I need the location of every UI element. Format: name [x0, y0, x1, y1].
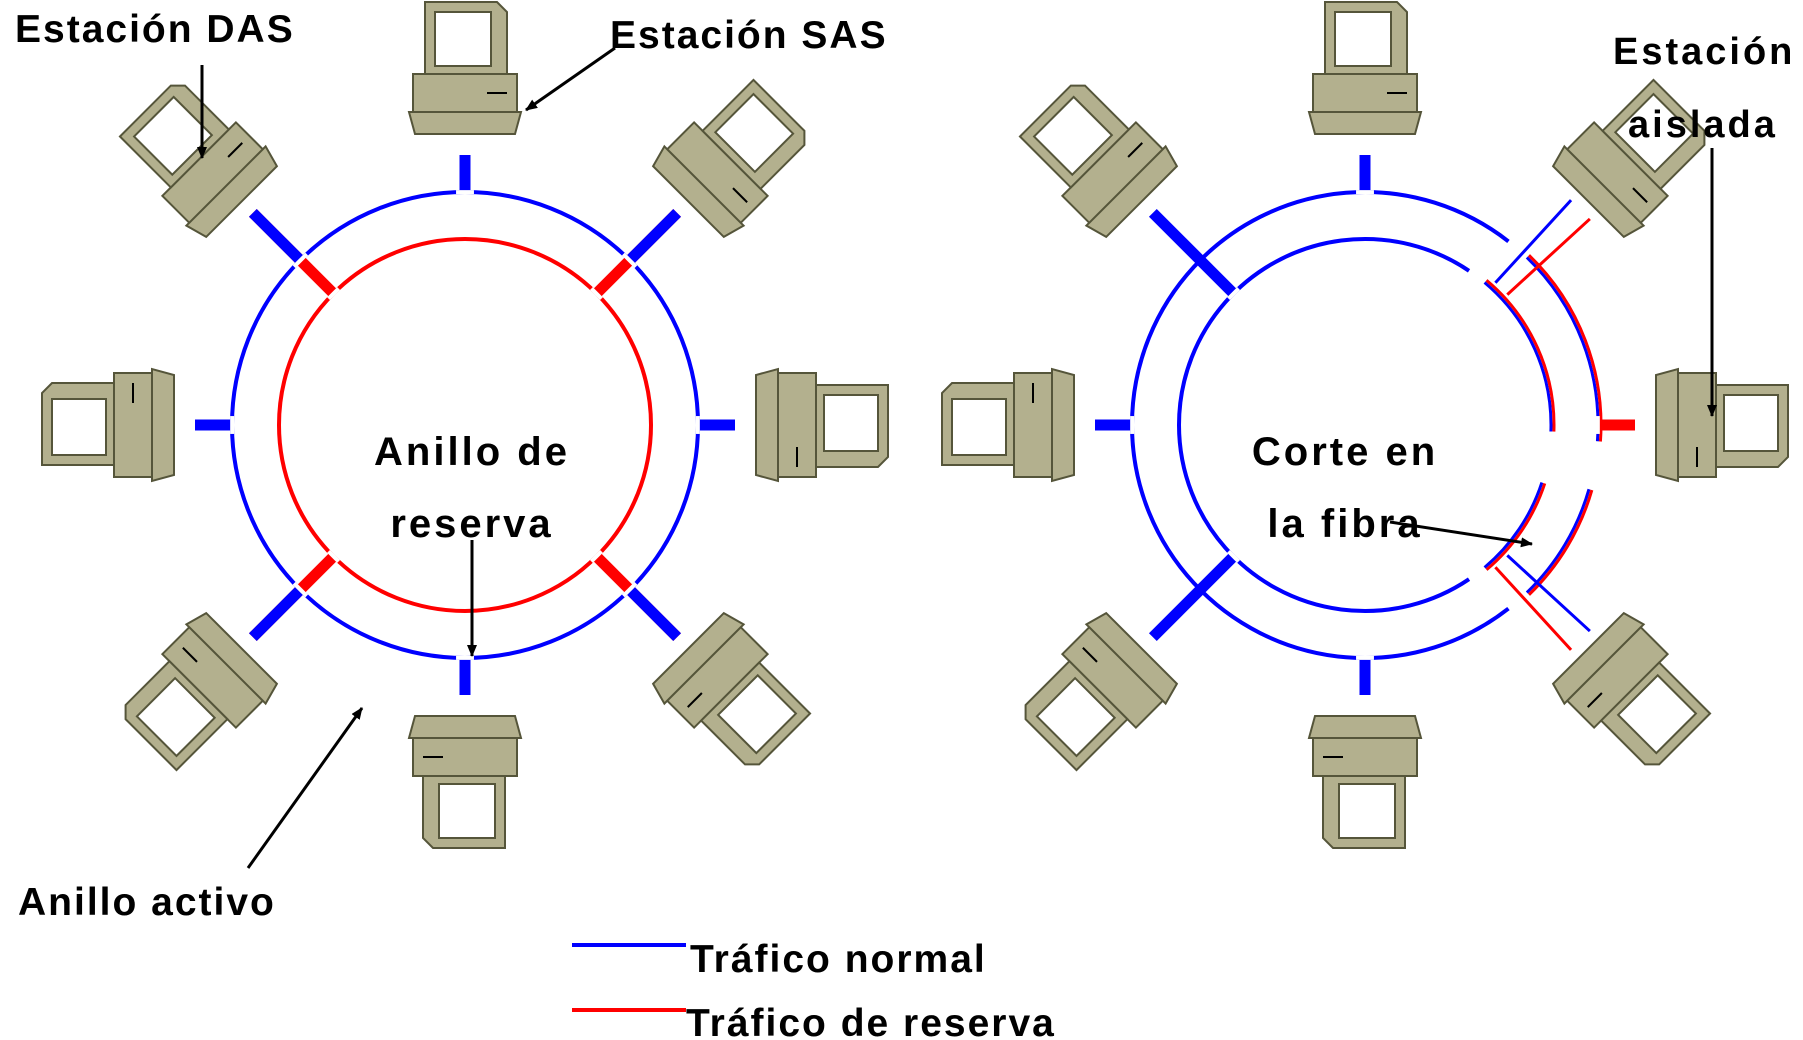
- normal-link-r7: [1148, 208, 1238, 298]
- station-base: [151, 367, 175, 483]
- station-right-7: [1018, 84, 1179, 239]
- left-reserve-ring: [277, 237, 653, 613]
- active-ring-arrow: [246, 707, 364, 869]
- station-base: [407, 715, 523, 739]
- station-screen: [1334, 11, 1392, 67]
- normal-link-r5: [1148, 552, 1238, 642]
- station-screen: [823, 394, 879, 452]
- station-base: [407, 111, 523, 135]
- station-right-3: [1551, 611, 1712, 766]
- reserve-link-1-port: [589, 287, 603, 301]
- fiber-cut-label-line1: Corte en: [1252, 430, 1438, 474]
- station-base: [1655, 367, 1679, 483]
- station-screen: [951, 398, 1007, 456]
- right-ring-panel: [941, 1, 1789, 849]
- station-screen: [1723, 394, 1779, 452]
- reserve-link-3-port: [589, 549, 603, 563]
- wrapped-reserve-path: [1483, 254, 1603, 596]
- wrap-blue-2: [1483, 281, 1553, 432]
- wrap-red-0: [1527, 254, 1603, 442]
- reserve-link-5-port: [327, 549, 341, 563]
- das-station-label: Estación DAS: [15, 8, 295, 51]
- normal-link-1-port: [621, 252, 638, 269]
- station-base: [755, 367, 779, 483]
- station-left-0: [407, 1, 523, 135]
- sas-station-arrow: [525, 46, 616, 112]
- station-screen: [1032, 95, 1114, 177]
- normal-link-7-port: [292, 252, 309, 269]
- station-right-4: [1307, 715, 1423, 849]
- station-screen: [51, 398, 107, 456]
- station-screen: [1035, 676, 1117, 758]
- station-drive-slot: [1127, 142, 1143, 158]
- wrap-red-2: [1485, 279, 1556, 432]
- station-left-6: [41, 367, 175, 483]
- station-left-4: [407, 715, 523, 849]
- station-base: [1307, 715, 1423, 739]
- station-left-2: [755, 367, 889, 483]
- isolated-station-label-line2: aislada: [1628, 104, 1778, 146]
- station-screen: [713, 92, 795, 174]
- left-ring-panel: [41, 1, 889, 849]
- active-ring-label: Anillo activo: [18, 881, 276, 924]
- station-screen: [135, 676, 217, 758]
- station-screen: [438, 783, 496, 839]
- station-drive-slot: [227, 142, 243, 158]
- wrap-link-3-1: [1494, 566, 1573, 651]
- station-screen: [716, 673, 798, 755]
- normal-link-r5-port: [1227, 549, 1241, 563]
- station-screen: [1613, 92, 1695, 174]
- wrap-link-3-0: [1506, 554, 1591, 633]
- station-base: [1307, 111, 1423, 135]
- wrap-red-3: [1485, 482, 1547, 571]
- wrap-link-1-0: [1494, 199, 1573, 284]
- station-left-5: [124, 611, 279, 772]
- station-right-6: [941, 367, 1075, 483]
- reserve-link-7-port: [327, 287, 341, 301]
- station-drive-slot: [182, 647, 198, 663]
- station-base: [1051, 367, 1075, 483]
- right-inner-ring: [1177, 237, 1471, 613]
- normal-link-r7-port: [1227, 287, 1241, 301]
- legend-normal-label: Tráfico normal: [690, 938, 987, 981]
- station-screen: [1616, 673, 1698, 755]
- station-screen: [434, 11, 492, 67]
- reserve-ring-label-line1: Anillo de: [374, 430, 570, 474]
- station-screen: [1338, 783, 1396, 839]
- legend-reserve-label: Tráfico de reserva: [686, 1002, 1056, 1040]
- normal-link-7: [248, 208, 305, 265]
- station-drive-slot: [1632, 187, 1648, 203]
- normal-link-1: [625, 208, 682, 265]
- normal-link-5: [248, 585, 305, 642]
- left-stations: [41, 1, 889, 849]
- station-right-0: [1307, 1, 1423, 135]
- normal-link-3-port: [621, 581, 638, 598]
- station-right-5: [1024, 611, 1179, 772]
- station-right-1: [1551, 78, 1706, 239]
- legend: Tráfico normal Tráfico de reserva: [572, 938, 1056, 1040]
- wrap-blue-1: [1525, 488, 1591, 594]
- sas-station-label: Estación SAS: [610, 14, 888, 57]
- annotation-arrows: [197, 46, 1717, 869]
- station-left-3: [651, 611, 812, 766]
- station-drive-slot: [1587, 692, 1603, 708]
- right-stations: [941, 1, 1789, 849]
- normal-link-3: [625, 585, 682, 642]
- wrap-link-1-1: [1506, 217, 1591, 296]
- wrap-red-1: [1527, 489, 1594, 596]
- wrap-blue-0: [1525, 256, 1600, 442]
- fiber-cut-arrow: [1389, 520, 1533, 548]
- station-screen: [132, 95, 214, 177]
- station-left-1: [651, 78, 806, 239]
- station-right-2: [1655, 367, 1789, 483]
- normal-link-5-port: [292, 581, 309, 598]
- wrap-blue-3: [1483, 482, 1544, 569]
- station-drive-slot: [732, 187, 748, 203]
- station-drive-slot: [687, 692, 703, 708]
- reserve-ring-label-line2: reserva: [390, 502, 553, 546]
- isolated-station-label-line1: Estación: [1613, 31, 1795, 73]
- station-drive-slot: [1082, 647, 1098, 663]
